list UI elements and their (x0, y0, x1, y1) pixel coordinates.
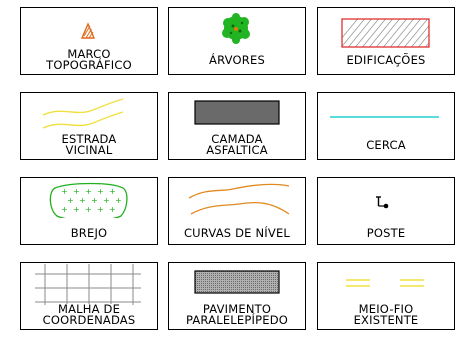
fence-line-icon (330, 116, 439, 118)
legend-box-edificacoes: EDIFICAÇÕES (317, 7, 455, 75)
legend-label: ÁRVORES (209, 53, 265, 67)
svg-text:+: + (61, 205, 68, 214)
curb-dashes-icon (346, 279, 424, 287)
legend-box-curvas: CURVAS DE NÍVEL (168, 177, 306, 245)
svg-text:+: + (91, 196, 98, 205)
legend-box-brejo: +++++ +++++ +++++ BREJO (20, 177, 158, 245)
svg-text:+: + (73, 187, 80, 196)
svg-text:+: + (85, 187, 92, 196)
svg-text:+: + (103, 196, 110, 205)
svg-text:+: + (109, 187, 116, 196)
asphalt-rect-icon (194, 100, 280, 125)
svg-text:+: + (73, 205, 80, 214)
svg-text:+: + (67, 196, 74, 205)
svg-text:+: + (97, 205, 104, 214)
triangle-marker-icon (80, 22, 96, 39)
svg-text:+: + (109, 205, 116, 214)
svg-text:+: + (85, 205, 92, 214)
legend-label: MALHA DE COORDENADAS (21, 303, 157, 326)
svg-text:+: + (97, 187, 104, 196)
svg-text:+: + (79, 196, 86, 205)
pole-icon (376, 196, 389, 209)
svg-text:+: + (115, 196, 122, 205)
paving-rect-icon (194, 270, 280, 294)
swamp-icon: +++++ +++++ +++++ (49, 182, 128, 218)
grid-icon (35, 264, 141, 305)
svg-text:+: + (61, 187, 68, 196)
legend-label: POSTE (366, 226, 406, 240)
legend-box-poste: POSTE (317, 177, 455, 245)
legend-box-cerca: CERCA (317, 92, 455, 160)
tree-icon (222, 13, 250, 44)
legend-label: CERCA (366, 138, 406, 152)
hatched-building-icon (341, 18, 430, 48)
legend-label: CURVAS DE NÍVEL (183, 226, 291, 240)
road-lines-icon (42, 98, 124, 129)
legend-box-arvores: ÁRVORES (168, 7, 306, 75)
contour-lines-icon (188, 183, 290, 215)
legend-label: BREJO (70, 226, 108, 240)
legend-label: EDIFICAÇÕES (346, 53, 426, 67)
legend-box-malha: MALHA DE COORDENADAS (20, 262, 158, 330)
